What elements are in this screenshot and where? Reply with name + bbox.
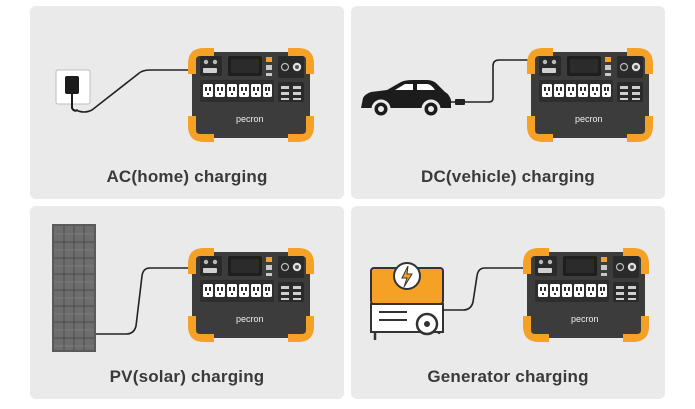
svg-text:pecron: pecron xyxy=(571,314,599,324)
panel-ac-charging: pecron AC(home) charging xyxy=(30,6,344,199)
panel-dc-charging: pecron DC(vehicle) charging xyxy=(351,6,665,199)
svg-text:pecron: pecron xyxy=(575,114,603,124)
caption-dc: DC(vehicle) charging xyxy=(420,167,596,186)
solar-panel-icon xyxy=(52,224,96,352)
ac-cable xyxy=(75,69,198,113)
panel-generator-charging: pecron Generator charging xyxy=(351,206,665,399)
power-station-dc: pecron xyxy=(526,47,654,143)
brand-logo: pecron xyxy=(236,114,264,124)
pv-cable xyxy=(96,267,198,335)
power-station-pv: pecron xyxy=(187,247,315,343)
svg-text:pecron: pecron xyxy=(236,314,264,324)
power-station-generator: pecron xyxy=(522,247,650,343)
generator-cable xyxy=(443,267,533,311)
dc-cable xyxy=(451,59,541,103)
car-icon xyxy=(361,80,451,119)
generator-icon xyxy=(370,262,444,340)
power-station-ac: pecron xyxy=(187,47,315,143)
caption-ac: AC(home) charging xyxy=(106,167,268,186)
caption-generator: Generator charging xyxy=(427,367,589,386)
panel-pv-charging: pecron PV(solar) charging xyxy=(30,206,344,399)
caption-pv: PV(solar) charging xyxy=(109,367,265,386)
wall-outlet-icon xyxy=(55,69,91,112)
